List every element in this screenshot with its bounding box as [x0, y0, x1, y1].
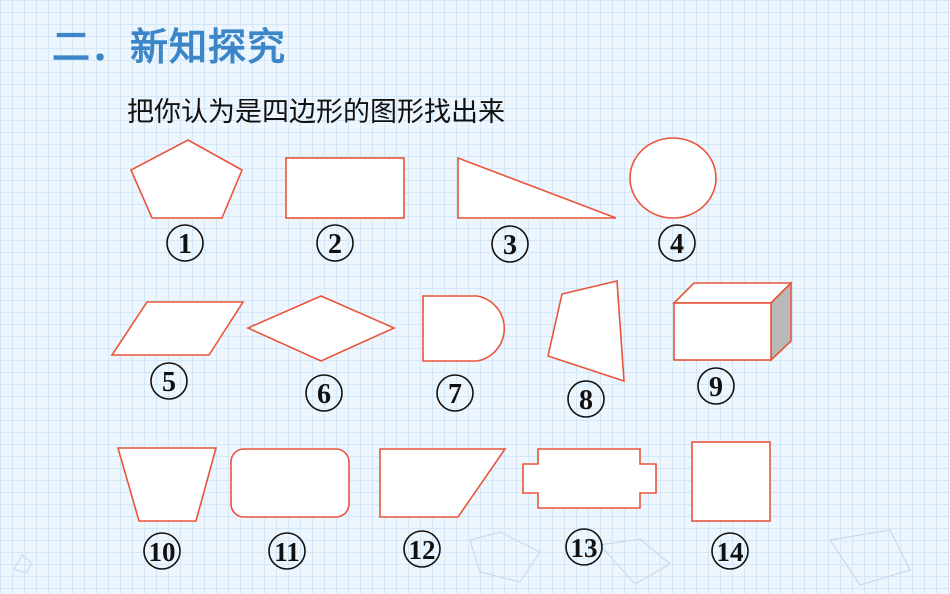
shape-d-shape[interactable] — [422, 295, 506, 362]
shape-irregular-quadrilateral[interactable] — [547, 280, 625, 383]
shape-label-1: 1 — [166, 224, 204, 262]
label-9: 9 — [709, 372, 723, 403]
slide-title: 二．新知探究 — [52, 25, 287, 69]
shape-circle[interactable] — [629, 137, 717, 219]
shape-label-3: 3 — [491, 225, 529, 263]
shape-label-10: 10 — [143, 532, 181, 570]
shape-label-14: 14 — [711, 532, 749, 570]
shape-rectangle[interactable] — [285, 157, 405, 219]
label-5: 5 — [162, 367, 176, 398]
label-13: 13 — [571, 533, 598, 563]
label-7: 7 — [448, 379, 462, 410]
shape-label-12: 12 — [403, 530, 441, 568]
shape-pentagon[interactable] — [129, 139, 244, 219]
shape-cuboid[interactable] — [672, 281, 793, 362]
shape-label-4: 4 — [658, 224, 696, 262]
shape-rounded-rectangle[interactable] — [230, 448, 350, 518]
shape-trapezoid[interactable] — [116, 447, 218, 522]
shape-label-6: 6 — [305, 374, 343, 412]
label-1: 1 — [178, 229, 192, 260]
label-3: 3 — [503, 230, 517, 261]
label-10: 10 — [149, 537, 176, 567]
instruction-text: 把你认为是四边形的图形找出来 — [127, 97, 505, 128]
shape-right-trapezoid[interactable] — [379, 448, 507, 518]
label-4: 4 — [670, 229, 684, 260]
shape-notched-rectangle[interactable] — [522, 448, 657, 509]
label-8: 8 — [579, 385, 593, 416]
shape-right-triangle[interactable] — [457, 156, 617, 219]
shape-label-5: 5 — [150, 362, 188, 400]
shape-label-7: 7 — [436, 374, 474, 412]
shape-label-2: 2 — [316, 224, 354, 262]
label-14: 14 — [717, 537, 744, 567]
label-6: 6 — [317, 379, 331, 410]
label-2: 2 — [328, 229, 342, 260]
shape-rhombus[interactable] — [246, 295, 396, 362]
shape-parallelogram[interactable] — [110, 301, 245, 356]
background-decoration — [13, 529, 911, 586]
label-11: 11 — [274, 537, 300, 567]
shape-label-8: 8 — [567, 380, 605, 418]
shape-number-labels: 1 2 3 4 5 6 7 8 — [143, 224, 749, 570]
shape-label-13: 13 — [565, 528, 603, 566]
shape-label-11: 11 — [268, 532, 306, 570]
shape-label-9: 9 — [697, 367, 735, 405]
label-12: 12 — [409, 535, 436, 565]
shape-square[interactable] — [691, 441, 771, 522]
